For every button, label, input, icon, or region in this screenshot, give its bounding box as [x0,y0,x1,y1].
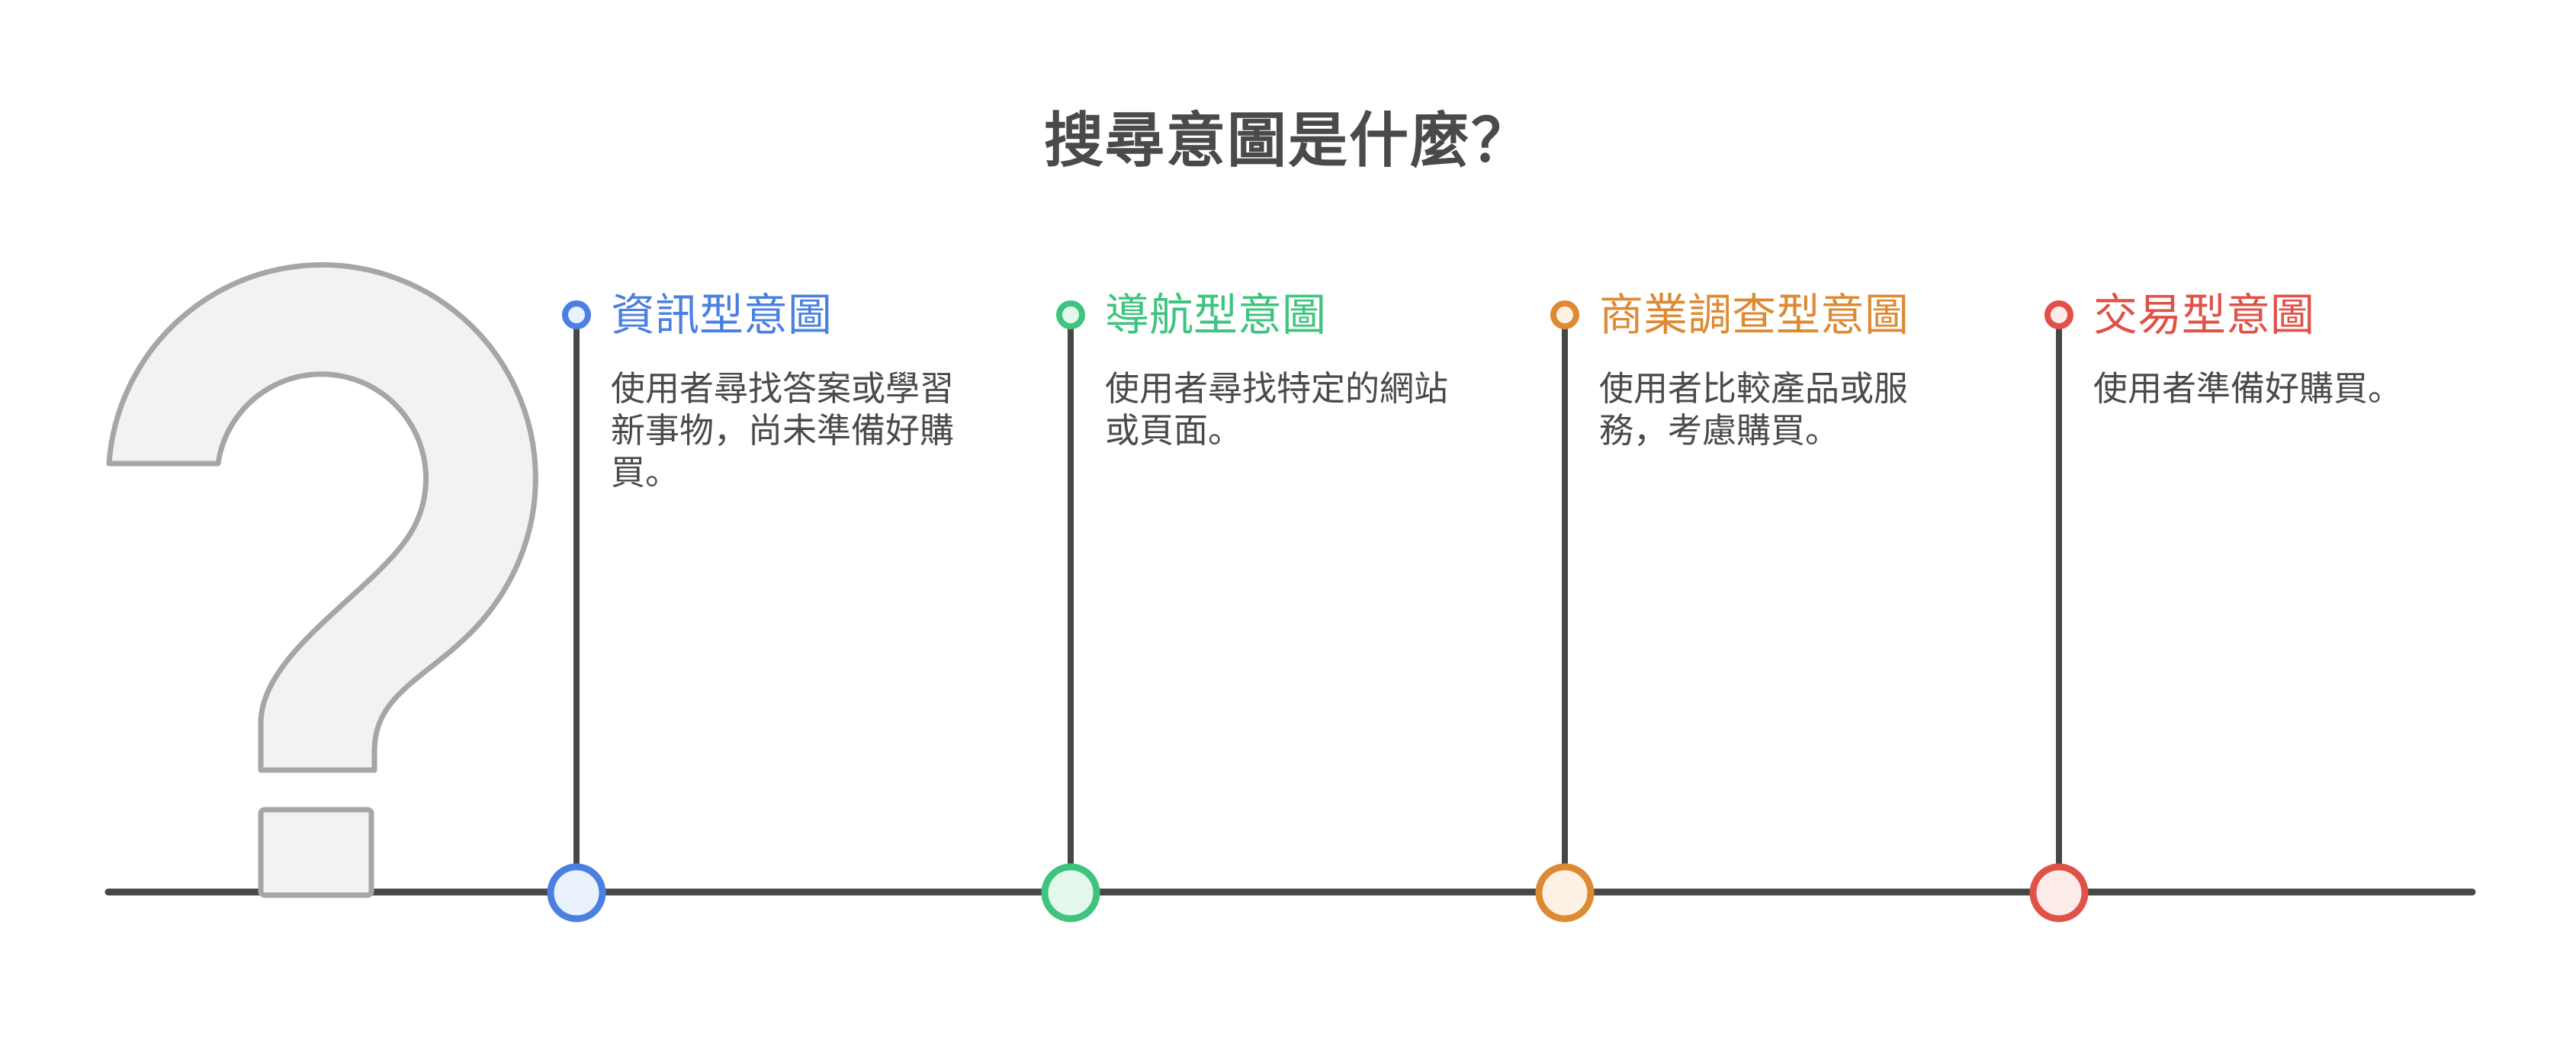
item-description: 使用者比較產品或服務，考慮購買。 [1599,369,1909,450]
question-mark-decoration [106,262,538,898]
timeline-item: 商業調查型意圖 使用者比較產品或服務，考慮購買。 [1599,291,1958,451]
item-label: 交易型意圖 [2093,290,2315,340]
item-bottom-marker [2029,863,2089,923]
timeline-item: 導航型意圖 使用者尋找特定的網站或頁面。 [1105,291,1463,451]
item-top-marker [1056,300,1085,329]
item-bottom-marker [1041,863,1100,923]
item-top-marker [562,300,591,329]
item-description: 使用者尋找特定的網站或頁面。 [1105,369,1449,450]
timeline-item: 資訊型意圖 使用者尋找答案或學習新事物，尚未準備好購買。 [611,291,969,493]
item-top-marker [2044,300,2073,329]
item-bottom-marker [1535,863,1595,923]
question-mark-body [106,262,538,773]
item-top-marker [1550,300,1579,329]
item-description: 使用者尋找答案或學習新事物，尚未準備好購買。 [611,369,955,492]
item-bottom-marker [547,863,606,923]
item-label: 導航型意圖 [1105,290,1327,340]
item-label: 資訊型意圖 [611,290,833,340]
page-title: 搜尋意圖是什麼？ [1043,107,1532,174]
item-description: 使用者準備好購買。 [2093,369,2403,408]
item-label: 商業調查型意圖 [1599,290,1910,340]
timeline-item: 交易型意圖 使用者準備好購買。 [2093,291,2452,409]
question-mark-dot [258,807,374,898]
